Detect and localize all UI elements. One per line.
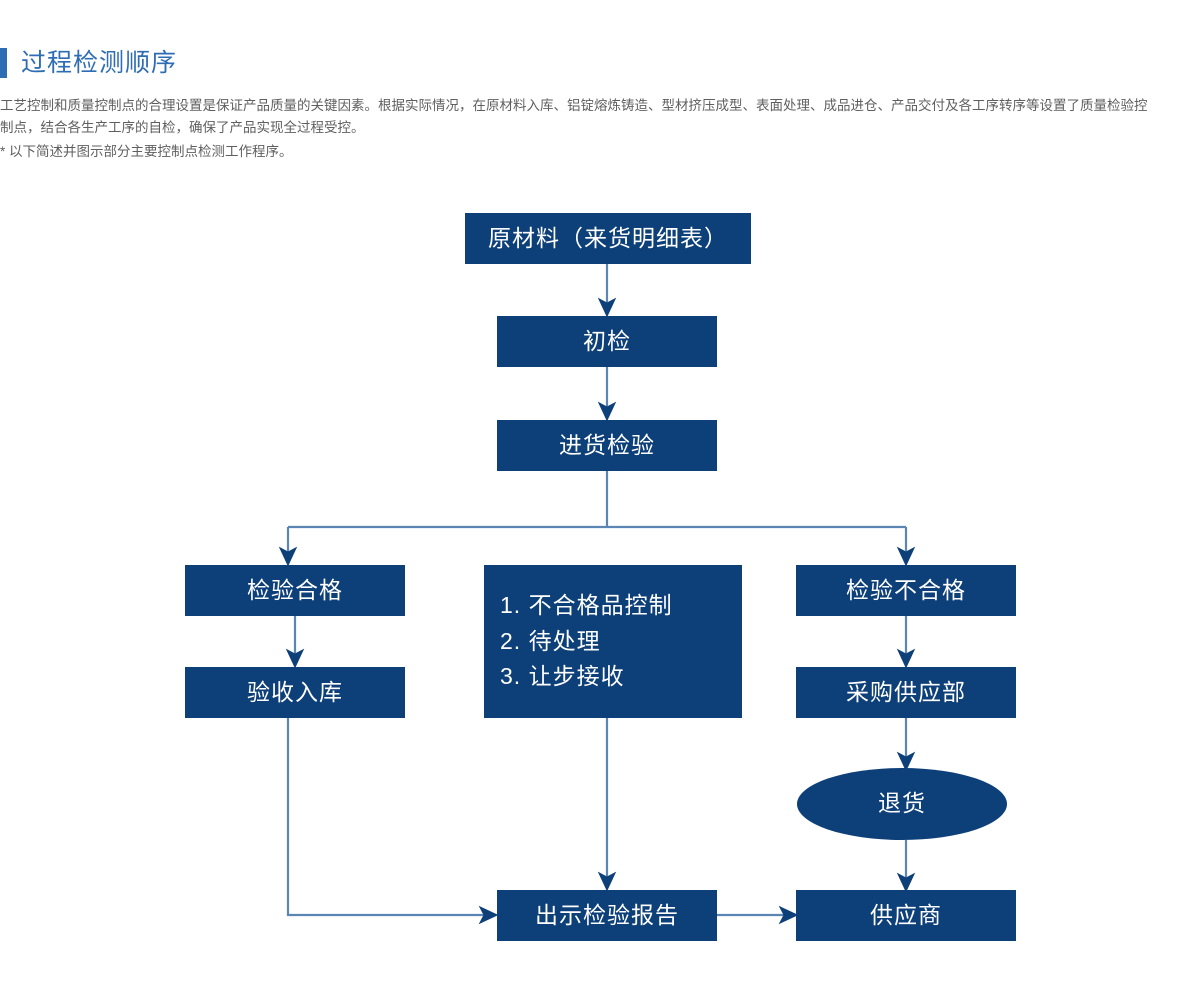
nonconforming-list-item-3: 3. 让步接收 [500,663,625,690]
nonconforming-list-item-1: 1. 不合格品控制 [500,592,673,619]
flow-node-issue-inspection-report[interactable]: 出示检验报告 [497,890,717,941]
flow-node-inspection-pass[interactable]: 检验合格 [185,565,405,616]
nonconforming-list-item-2: 2. 待处理 [500,627,601,654]
flow-node-inspection-fail[interactable]: 检验不合格 [796,565,1016,616]
flow-node-first-check[interactable]: 初检 [497,316,717,367]
flow-node-raw-material[interactable]: 原材料（来货明细表） [465,213,751,264]
flow-node-return-goods[interactable]: 退货 [797,768,1007,840]
connector-incoming-branch-bus [278,471,916,567]
nonconforming-list: 1. 不合格品控制 2. 待处理 3. 让步接收 [500,589,673,693]
flow-node-supplier[interactable]: 供应商 [796,890,1016,941]
heading-accent-bar [0,48,7,78]
intro-paragraph-line-2: 制点，结合各生产工序的自检，确保了产品实现全过程受控。 [0,120,365,135]
connector-accept-stock-to-report [286,718,499,925]
intro-paragraph-line-1: 工艺控制和质量控制点的合理设置是保证产品质量的关键因素。根据实际情况，在原材料入… [0,98,1148,113]
flow-node-nonconforming-control[interactable]: 1. 不合格品控制 2. 待处理 3. 让步接收 [484,565,742,718]
flow-node-accept-stock[interactable]: 验收入库 [185,667,405,718]
intro-block: 工艺控制和质量控制点的合理设置是保证产品质量的关键因素。根据实际情况，在原材料入… [0,95,1200,163]
flow-node-purchasing-department[interactable]: 采购供应部 [796,667,1016,718]
flow-node-incoming-inspection[interactable]: 进货检验 [497,420,717,471]
page-title: 过程检测顺序 [21,49,178,77]
page-heading: 过程检测顺序 [0,48,177,78]
intro-note: * 以下简述并图示部分主要控制点检测工作程序。 [0,144,293,159]
